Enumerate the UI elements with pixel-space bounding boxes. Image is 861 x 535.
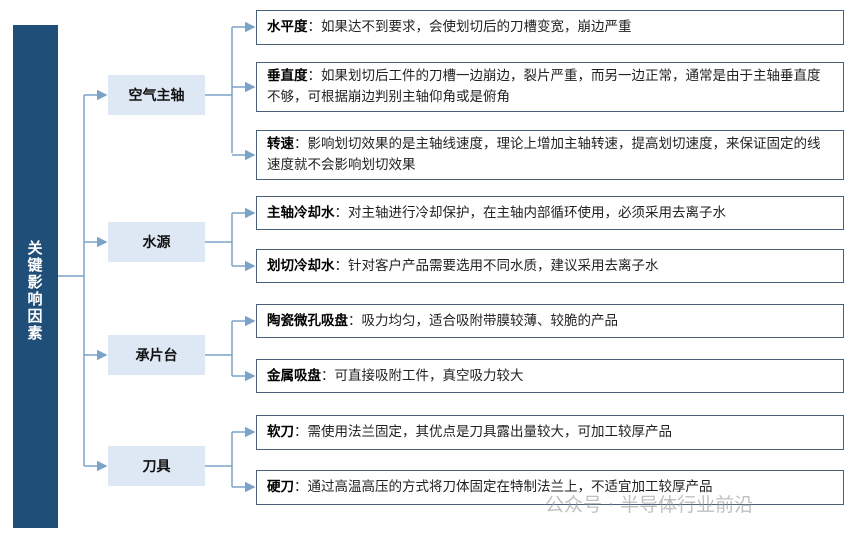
detail-term: 主轴冷却水 <box>267 204 335 221</box>
category-blade: 刀具 <box>108 446 205 486</box>
detail-term: 水平度 <box>267 19 308 35</box>
category-chuck-table: 承片台 <box>108 335 205 375</box>
detail-box: 转速：影响划切效果的是主轴线速度，理论上增加主轴转速，提高划切速度，来保证固定的… <box>256 130 844 180</box>
detail-box: 陶瓷微孔吸盘：吸力均匀，适合吸附带膜较薄、较脆的产品 <box>256 304 844 338</box>
category-water-source: 水源 <box>108 222 205 262</box>
detail-term: 硬刀 <box>267 479 294 495</box>
detail-box: 主轴冷却水：对主轴进行冷却保护，在主轴内部循环使用，必须采用去离子水 <box>256 196 844 230</box>
detail-desc: ：需使用法兰固定，其优点是刀具露出量较大，可加工较厚产品 <box>294 424 672 440</box>
detail-term: 垂直度 <box>267 68 308 84</box>
detail-desc: ：可直接吸附工件，真空吸力较大 <box>321 367 524 384</box>
detail-box: 划切冷却水：针对客户产品需要选用不同水质，建议采用去离子水 <box>256 249 844 283</box>
detail-desc: ：通过高温高压的方式将刀体固定在特制法兰上，不适宜加工较厚产品 <box>294 479 713 495</box>
detail-desc: ：如果达不到要求，会使划切后的刀槽变宽，崩边严重 <box>307 19 632 35</box>
detail-term: 转速 <box>267 136 294 152</box>
detail-term: 陶瓷微孔吸盘 <box>267 312 348 329</box>
detail-box: 硬刀：通过高温高压的方式将刀体固定在特制法兰上，不适宜加工较厚产品 <box>256 470 844 505</box>
detail-box: 软刀：需使用法兰固定，其优点是刀具露出量较大，可加工较厚产品 <box>256 415 844 450</box>
detail-term: 软刀 <box>267 424 294 440</box>
detail-desc: ：吸力均匀，适合吸附带膜较薄、较脆的产品 <box>348 312 618 329</box>
watermark: 公众号 · 半导体行业前沿 <box>545 494 754 516</box>
detail-desc: ：针对客户产品需要选用不同水质，建议采用去离子水 <box>334 257 659 274</box>
detail-box: 金属吸盘：可直接吸附工件，真空吸力较大 <box>256 359 844 393</box>
root-node: 关键影响因素 <box>13 25 58 528</box>
detail-box: 垂直度：如果划切后工件的刀槽一边崩边，裂片严重，而另一边正常，通常是由于主轴垂直… <box>256 62 844 112</box>
category-air-spindle: 空气主轴 <box>108 75 205 115</box>
detail-term: 划切冷却水 <box>267 257 335 274</box>
detail-desc: ：对主轴进行冷却保护，在主轴内部循环使用，必须采用去离子水 <box>334 204 727 221</box>
detail-desc: ：如果划切后工件的刀槽一边崩边，裂片严重，而另一边正常，通常是由于主轴垂直度不够… <box>267 68 821 105</box>
root-label: 关键影响因素 <box>25 240 44 342</box>
detail-box: 水平度：如果达不到要求，会使划切后的刀槽变宽，崩边严重 <box>256 10 844 45</box>
detail-term: 金属吸盘 <box>267 367 321 384</box>
detail-desc: ：影响划切效果的是主轴线速度，理论上增加主轴转速，提高划切速度，来保证固定的线速… <box>267 136 821 173</box>
